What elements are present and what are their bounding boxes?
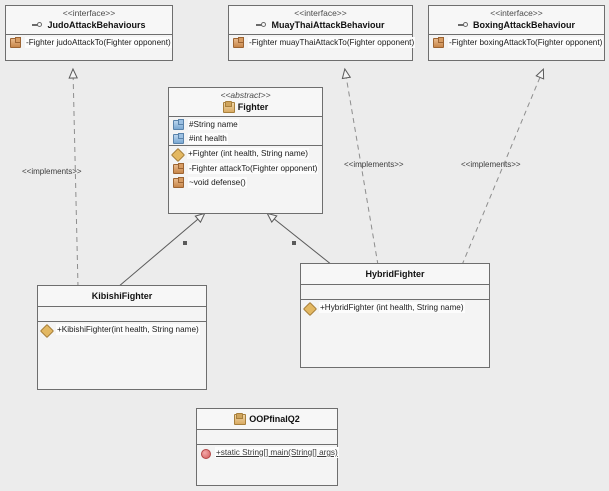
class-stereotype-muaythai: <<interface>> [294,8,347,18]
edge-label-implements-muaythai: <<implements>> [344,160,404,169]
class-header-muaythai: <<interface>> MuayThaiAttackBehaviour [229,6,412,35]
constructor-icon [170,147,186,163]
attribute-text: #int health [188,133,228,144]
class-name-text-kibishi: KibishiFighter [91,291,153,301]
class-methods-boxing: -Fighter boxingAttackTo(Fighter opponent… [429,35,604,49]
class-name-text-hybrid: HybridFighter [365,269,425,279]
edge-decoration-right [292,241,296,245]
method-icon [433,37,444,48]
method-signature: -Fighter muayThaiAttackTo(Fighter oppone… [248,37,416,48]
attribute-row[interactable]: #int health [169,131,322,145]
class-header-hybrid: HybridFighter [301,264,489,285]
method-row[interactable]: +static String[] main(String[] args) [197,445,339,460]
edge-kibishi-extends-fighter [117,212,206,288]
class-box-fighter[interactable]: <<abstract>> Fighter #String name #int h… [168,87,323,214]
method-row[interactable]: -Fighter attackTo(Fighter opponent) [169,161,322,175]
interface-icon [256,21,268,30]
method-signature: -Fighter boxingAttackTo(Fighter opponent… [448,37,604,48]
interface-icon [32,21,44,30]
class-icon [222,101,235,113]
edge-label-implements-judo: <<implements>> [22,167,82,176]
class-name-fighter: Fighter [171,101,320,113]
class-header-kibishi: KibishiFighter [38,286,206,307]
class-name-boxing: BoxingAttackBehaviour [431,19,602,31]
class-name-kibishi: KibishiFighter [40,290,204,302]
method-row[interactable]: +KibishiFighter(int health, String name) [38,322,206,339]
class-stereotype-boxing: <<interface>> [490,8,543,18]
edge-kibishi-implements-judo [68,67,79,288]
class-icon [234,413,247,425]
method-icon [10,37,21,48]
attribute-text: #String name [188,119,239,130]
interface-icon [457,21,470,30]
method-icon [233,37,244,48]
class-name-text-judo: JudoAttackBehaviours [47,20,146,30]
method-row[interactable]: -Fighter muayThaiAttackTo(Fighter oppone… [229,35,416,49]
method-icon [173,177,184,188]
class-name-text-boxing: BoxingAttackBehaviour [472,20,576,30]
class-stereotype-fighter: <<abstract>> [220,90,271,100]
field-icon [173,133,184,144]
method-signature: +KibishiFighter(int health, String name) [56,324,200,335]
class-box-judo-attack-behaviours[interactable]: <<interface>> JudoAttackBehaviours -Figh… [5,5,173,61]
class-methods-hybrid: +HybridFighter (int health, String name) [301,300,489,317]
method-signature: -Fighter judoAttackTo(Fighter opponent) [25,37,172,48]
class-methods-muaythai: -Fighter muayThaiAttackTo(Fighter oppone… [229,35,416,49]
main-icon [201,449,211,459]
method-signature: +static String[] main(String[] args) [215,447,339,458]
method-signature: +Fighter (int health, String name) [187,148,309,159]
class-header-boxing: <<interface>> BoxingAttackBehaviour [429,6,604,35]
class-methods-fighter: +Fighter (int health, String name) -Figh… [169,146,322,189]
class-header-judo: <<interface>> JudoAttackBehaviours [6,6,172,35]
class-name-oopfinalq2: OOPfinalQ2 [199,413,335,425]
class-methods-oopfinalq2: +static String[] main(String[] args) [197,445,339,460]
method-row[interactable]: -Fighter boxingAttackTo(Fighter opponent… [429,35,604,49]
class-box-oopfinalq2[interactable]: OOPfinalQ2 +static String[] main(String[… [196,408,339,486]
method-row[interactable]: -Fighter judoAttackTo(Fighter opponent) [6,35,172,49]
edge-label-implements-boxing: <<implements>> [461,160,521,169]
class-box-boxing-attack-behaviour[interactable]: <<interface>> BoxingAttackBehaviour -Fig… [428,5,605,61]
method-signature: +HybridFighter (int health, String name) [319,302,465,313]
class-attributes-hybrid [301,285,489,300]
class-header-fighter: <<abstract>> Fighter [169,88,322,117]
edge-decoration-left [183,241,187,245]
class-methods-judo: -Fighter judoAttackTo(Fighter opponent) [6,35,172,49]
method-signature: -Fighter attackTo(Fighter opponent) [188,163,319,174]
class-name-judo: JudoAttackBehaviours [8,19,170,31]
class-name-hybrid: HybridFighter [303,268,487,280]
class-box-hybrid-fighter[interactable]: HybridFighter +HybridFighter (int health… [300,263,490,368]
class-methods-kibishi: +KibishiFighter(int health, String name) [38,322,206,339]
method-signature: ~void defense() [188,177,247,188]
constructor-icon [39,323,55,339]
class-stereotype-judo: <<interface>> [62,8,116,18]
class-name-text-muaythai: MuayThaiAttackBehaviour [271,20,385,30]
constructor-icon [302,301,318,317]
class-box-muaythai-attack-behaviour[interactable]: <<interface>> MuayThaiAttackBehaviour -F… [228,5,416,61]
method-row[interactable]: ~void defense() [169,175,322,189]
attribute-row[interactable]: #String name [169,117,322,131]
class-name-text-fighter: Fighter [237,102,269,112]
edge-hybrid-extends-fighter [266,212,333,266]
method-row[interactable]: +HybridFighter (int health, String name) [301,300,489,317]
class-name-muaythai: MuayThaiAttackBehaviour [231,19,410,31]
method-icon [173,163,184,174]
class-attributes-kibishi [38,307,206,322]
method-row[interactable]: +Fighter (int health, String name) [169,146,322,163]
class-attributes-fighter: #String name #int health [169,117,322,146]
class-name-text-oopfinalq2: OOPfinalQ2 [249,414,300,424]
class-header-oopfinalq2: OOPfinalQ2 [197,409,337,430]
class-box-kibishi-fighter[interactable]: KibishiFighter +KibishiFighter(int healt… [37,285,207,390]
field-icon [173,119,184,130]
class-attributes-oopfinalq2 [197,430,337,445]
